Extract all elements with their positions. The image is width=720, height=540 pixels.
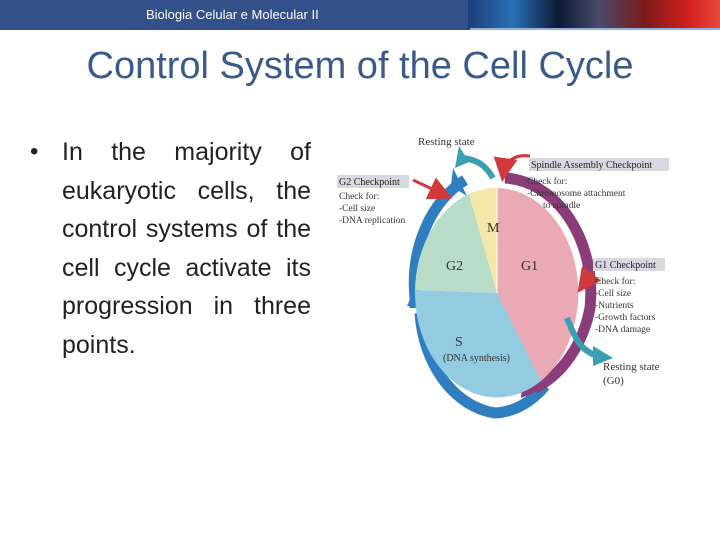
spindle-check-item-1: -Chromosome attachment [527, 189, 626, 199]
resting-state-top-arrow [462, 155, 496, 180]
phase-m-wedge [469, 187, 497, 293]
teal-arrowhead-bottom-icon [593, 346, 613, 366]
g1-checkpoint-title: G1 Checkpoint [595, 260, 656, 271]
g1-check-for: Check for: [595, 276, 635, 287]
phase-s-sublabel: (DNA synthesis) [443, 353, 510, 364]
phase-g1-label: G1 [521, 259, 538, 274]
g2-check-for: Check for: [339, 191, 379, 202]
g2-check-item-1: -Cell size [339, 204, 375, 214]
phase-m-label: M [487, 221, 500, 236]
resting-state-top-label: Resting state [418, 136, 475, 148]
phase-g2-label: G2 [446, 259, 463, 274]
resting-state-g0-label: (G0) [603, 375, 624, 387]
blue-arrowhead-top-icon [451, 168, 467, 196]
spindle-checkpoint-title: Spindle Assembly Checkpoint [531, 160, 652, 171]
slide-title: Control System of the Cell Cycle [86, 45, 634, 87]
g2-checkpoint-title: G2 Checkpoint [339, 177, 400, 188]
phase-g2-wedge [415, 194, 497, 293]
bullet-text: In the majority of eukaryotic cells, the… [62, 138, 311, 359]
phase-g1-wedge [497, 188, 579, 381]
s-outer-arc [414, 312, 550, 419]
g1-checkpoint-box [593, 258, 665, 271]
resting-state-bottom-label: Resting state [603, 361, 660, 373]
header-bar: Biologia Celular e Molecular II [0, 0, 720, 30]
g2-checkpoint-arrow [412, 177, 453, 200]
header-decorative-image [468, 0, 720, 30]
g1-check-item-4: -DNA damage [595, 325, 650, 335]
header-accent-line [470, 28, 720, 30]
g2-check-item-2: -DNA replication [339, 216, 405, 226]
g1-check-item-3: -Growth factors [595, 312, 656, 323]
g1-check-item-1: -Cell size [595, 289, 631, 299]
spindle-checkpoint-box [529, 158, 669, 171]
bullet-icon: • [30, 138, 39, 165]
spindle-check-item-2: to spindle [543, 201, 580, 211]
phase-s-wedge [414, 290, 541, 398]
phase-s-label: S [455, 335, 463, 350]
g1-check-item-2: -Nutrients [595, 301, 634, 311]
teal-arrowhead-top-icon [455, 146, 469, 168]
course-title: Biologia Celular e Molecular II [146, 7, 319, 22]
cell-cycle-diagram: M G1 G2 S (DNA synthesis) Resting state … [335, 128, 675, 420]
spindle-checkpoint-arrow [493, 154, 531, 182]
spindle-check-for: Check for: [527, 176, 567, 187]
g2-checkpoint-box [337, 175, 409, 188]
